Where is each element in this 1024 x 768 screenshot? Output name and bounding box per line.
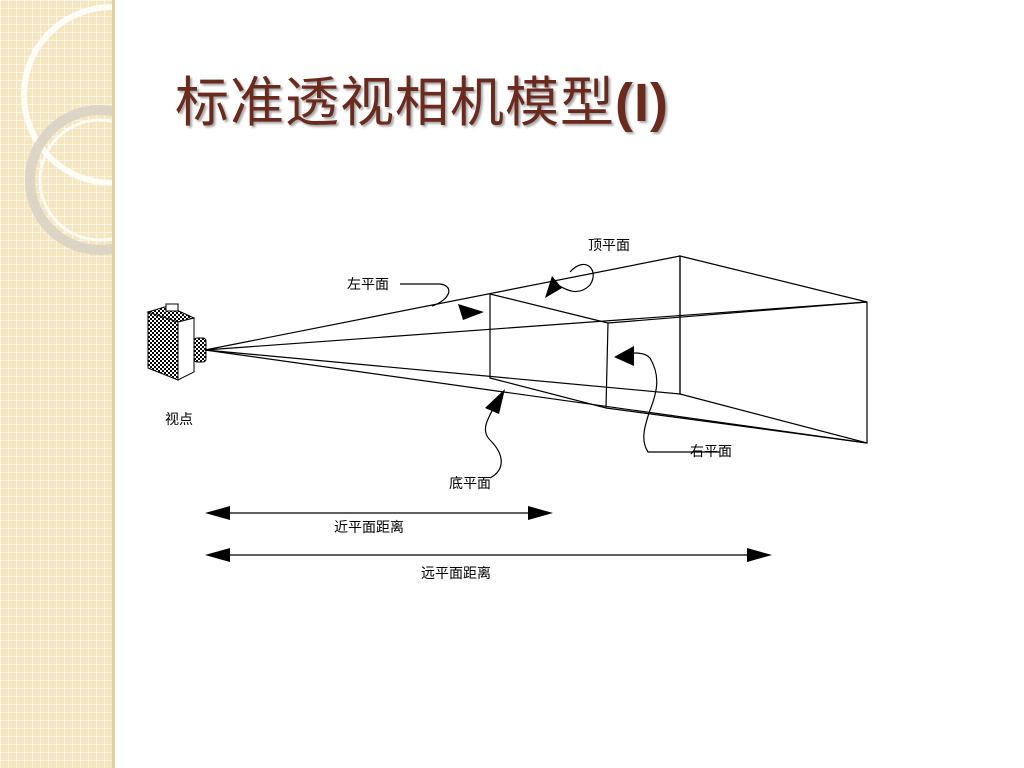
- arrow-heads: [458, 276, 634, 414]
- viewpoint-label: 视点: [165, 412, 193, 428]
- near-distance-arrow: [205, 506, 553, 520]
- sidebar-circles: [21, 4, 112, 255]
- far-distance-arrow: [205, 548, 772, 562]
- near-distance-label: 近平面距离: [334, 519, 404, 536]
- far-plane: [679, 255, 868, 444]
- title-text: 标准透视相机模型: [175, 71, 615, 134]
- title-suffix: (I): [615, 73, 669, 133]
- sidebar-edge: [112, 0, 115, 768]
- slide-title: 标准透视相机模型(I): [175, 58, 669, 137]
- near-plane: [489, 293, 609, 409]
- decorative-sidebar: [0, 0, 112, 768]
- left-plane-label: 左平面: [347, 277, 389, 293]
- frustum-lines: [204, 255, 868, 444]
- right-plane-label: 右平面: [690, 444, 732, 460]
- pointer-arrows: [400, 264, 720, 479]
- top-plane-label: 顶平面: [588, 238, 630, 254]
- far-distance-label: 远平面距离: [421, 565, 491, 582]
- bottom-plane-label: 底平面: [449, 476, 491, 492]
- camera-icon: [146, 303, 207, 381]
